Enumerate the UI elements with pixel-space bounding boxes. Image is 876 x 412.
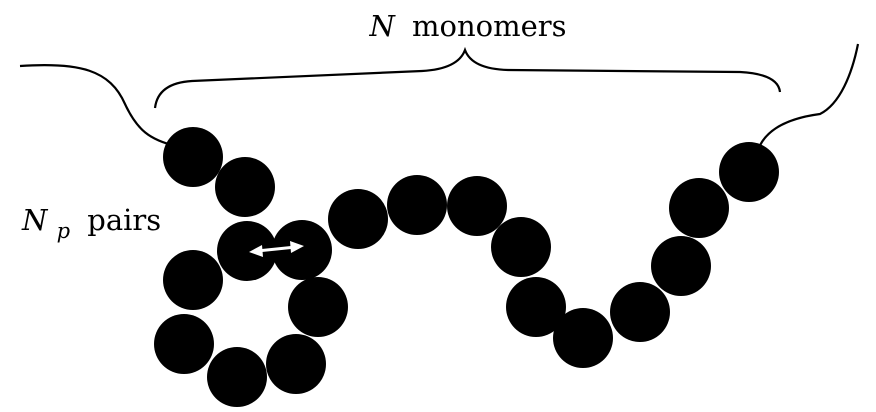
monomer — [272, 220, 332, 280]
chain-label-var: N — [368, 9, 396, 43]
monomer — [266, 334, 326, 394]
monomer — [669, 178, 729, 238]
monomer — [447, 176, 507, 236]
pairs-label: N p pairs — [21, 203, 161, 245]
chain-label: N monomers — [368, 9, 566, 43]
monomer-group — [154, 127, 779, 407]
monomer — [719, 142, 779, 202]
monomer — [651, 236, 711, 296]
monomer — [215, 157, 275, 217]
monomer — [163, 127, 223, 187]
chain-brace — [153, 46, 782, 109]
chain-label-word: monomers — [412, 9, 567, 43]
pairs-label-var: N — [21, 203, 49, 237]
monomer — [328, 189, 388, 249]
pair-arrow-icon — [249, 241, 304, 257]
monomer — [387, 175, 447, 235]
monomer — [610, 282, 670, 342]
pairs-label-sub: p — [57, 219, 70, 243]
monomer — [491, 217, 551, 277]
monomer — [163, 250, 223, 310]
monomer — [207, 347, 267, 407]
monomer — [154, 314, 214, 374]
right-tail-line — [756, 43, 860, 151]
left-tail-line — [19, 63, 177, 148]
monomer — [288, 277, 348, 337]
monomer — [553, 308, 613, 368]
pairs-label-word: pairs — [87, 203, 161, 237]
monomer — [217, 221, 277, 281]
monomer — [506, 277, 566, 337]
